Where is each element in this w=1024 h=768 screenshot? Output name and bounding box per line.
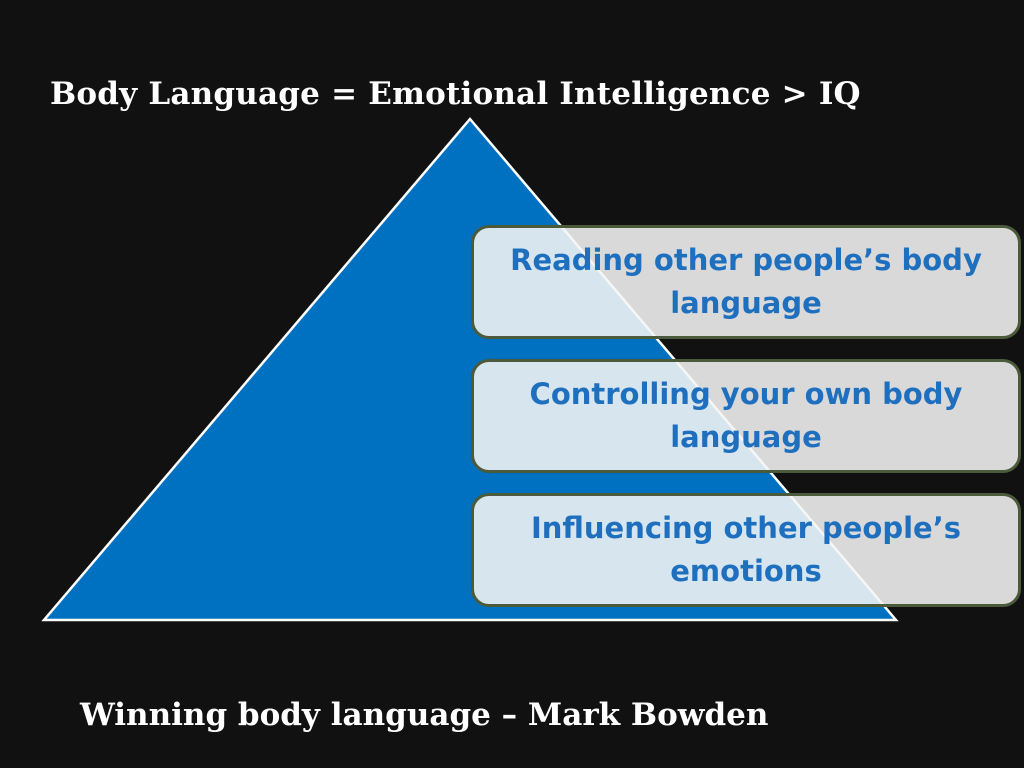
pyramid-level-2: Controlling your own body language: [471, 359, 1021, 473]
pyramid-level-1-label: Reading other people’s body language: [510, 243, 982, 320]
pyramid-level-1: Reading other people’s body language: [471, 225, 1021, 339]
pyramid-level-2-label: Controlling your own body language: [529, 377, 963, 454]
pyramid-level-3-label: Influencing other people’s emotions: [530, 511, 961, 588]
pyramid-level-3: Influencing other people’s emotions: [471, 493, 1021, 607]
slide-title: Body Language = Emotional Intelligence >…: [50, 76, 861, 112]
slide-footer: Winning body language – Mark Bowden: [80, 697, 769, 733]
